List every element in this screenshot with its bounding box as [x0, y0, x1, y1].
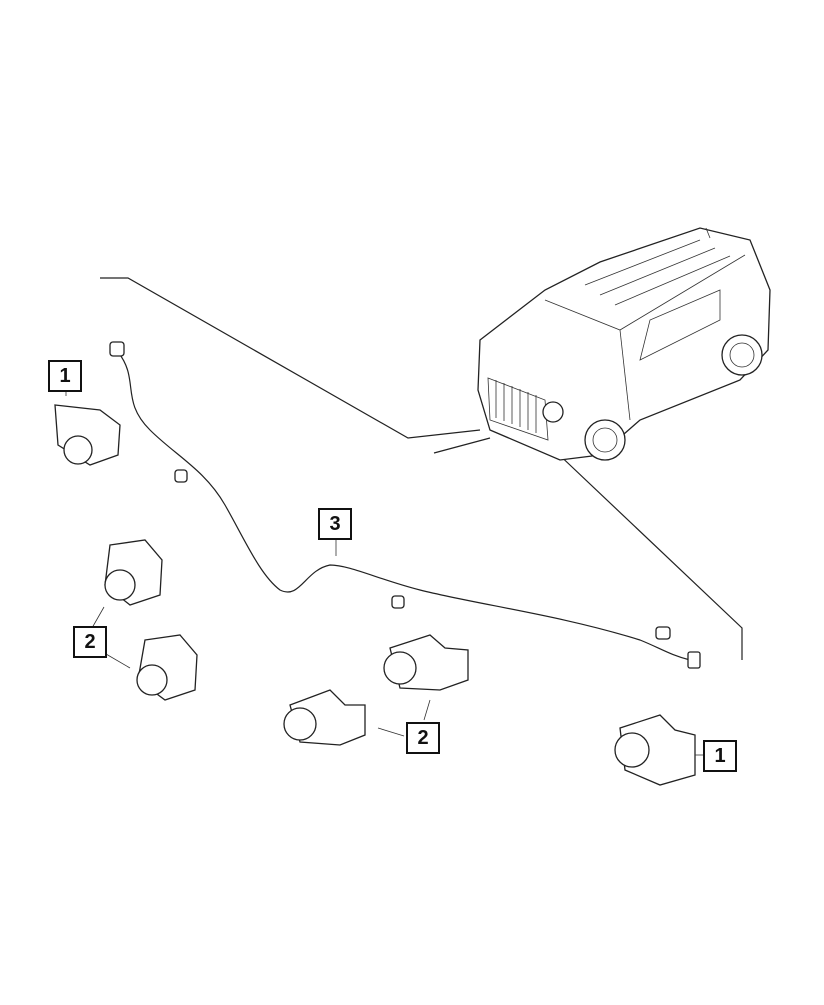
- vehicle-illustration: [477, 227, 771, 461]
- sensor-2-left-lower: [136, 634, 198, 701]
- callout-2-center[interactable]: 2: [406, 722, 440, 754]
- callout-1-right[interactable]: 1: [703, 740, 737, 772]
- boundary-lines: [100, 277, 743, 660]
- sensor-1-top-left: [54, 370, 121, 466]
- sensor-1-right: [614, 714, 703, 786]
- sensor-2-center-upper: [383, 634, 469, 691]
- callout-2-leaders-center: [377, 699, 431, 737]
- callout-2-left[interactable]: 2: [73, 626, 107, 658]
- callout-2-leaders-left: [91, 606, 131, 669]
- callout-3-harness[interactable]: 3: [318, 508, 352, 540]
- sensor-2-left-upper: [104, 539, 163, 606]
- callout-1-top-left[interactable]: 1: [48, 360, 82, 392]
- wiring-harness: [109, 341, 701, 669]
- sensor-2-center-lower: [283, 689, 366, 746]
